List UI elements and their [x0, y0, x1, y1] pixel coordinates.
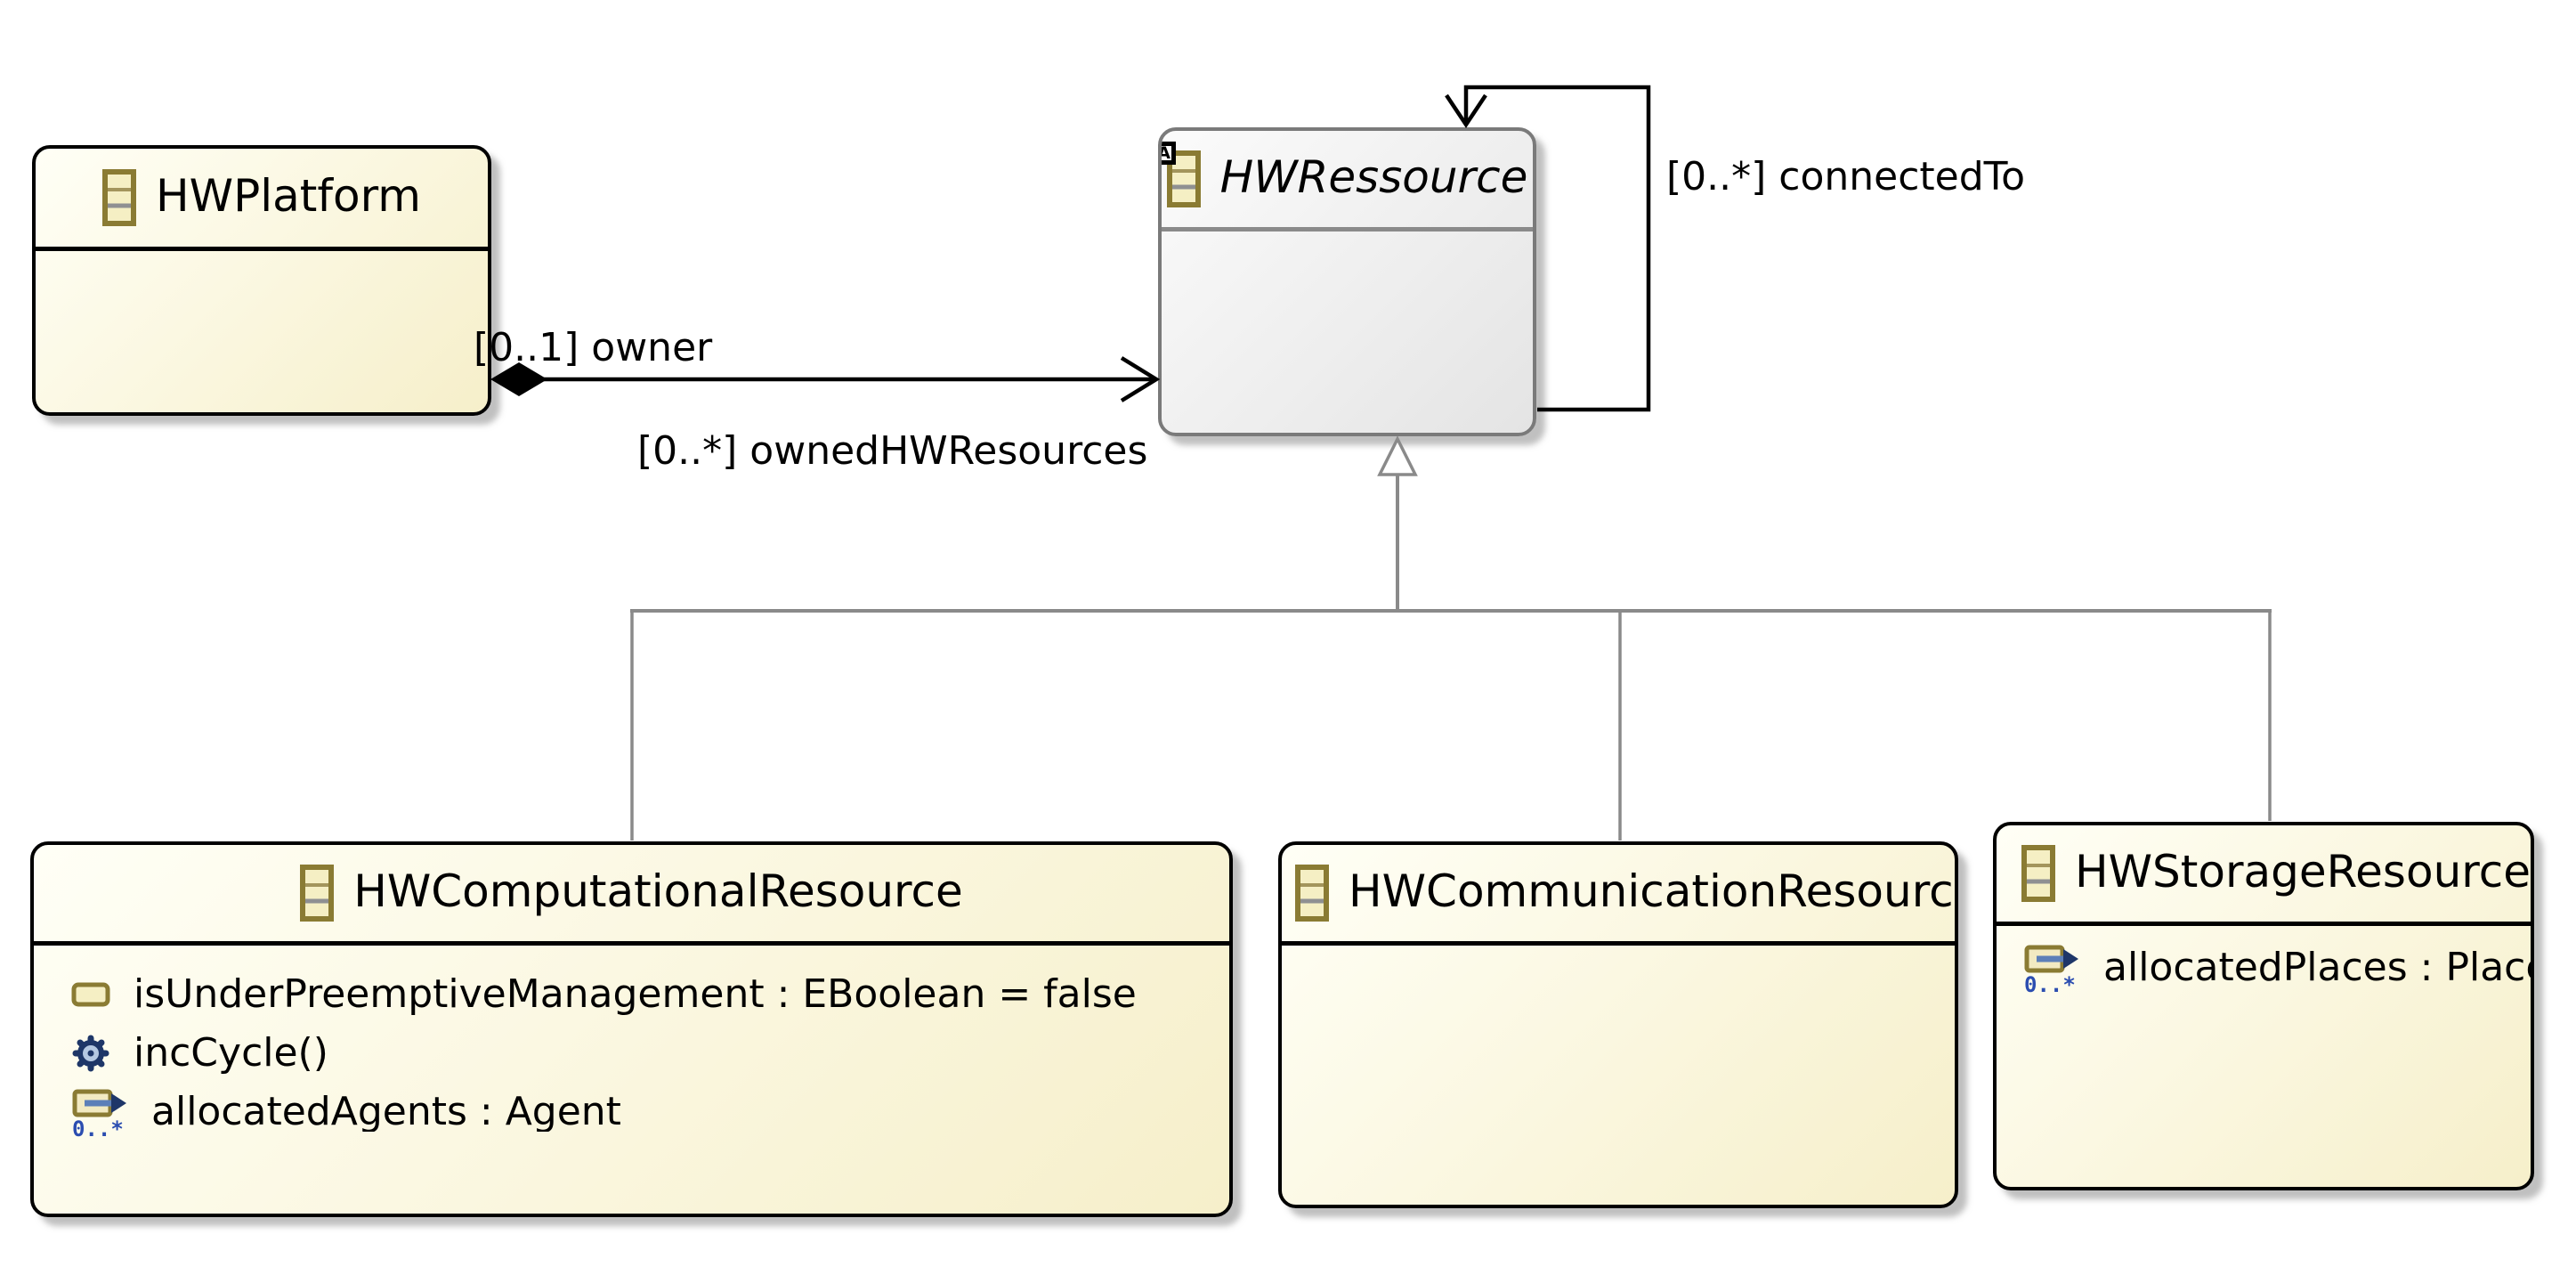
class-header: A HWRessource: [1162, 131, 1533, 231]
attribute-icon: [71, 982, 110, 1007]
class-members: isUnderPreemptiveManagement : EBoolean =…: [34, 946, 1229, 1214]
reference-icon: 0..*: [2023, 941, 2080, 995]
member-text: allocatedPlaces : Place: [2103, 945, 2531, 990]
class-icon: [1295, 865, 1329, 922]
generalization-triangle-icon[interactable]: [1377, 435, 1418, 476]
member-text: incCycle(): [134, 1030, 328, 1076]
member-text: isUnderPreemptiveManagement : EBoolean =…: [134, 971, 1137, 1017]
self-association-connectedto-label[interactable]: [0..*] connectedTo: [1666, 154, 2026, 199]
class-members: [1162, 231, 1533, 433]
class-icon: [2021, 845, 2055, 902]
class-icon: A: [1162, 142, 1201, 207]
reference-icon: 0..*: [71, 1085, 128, 1139]
svg-text:0..*: 0..*: [2024, 972, 2076, 995]
class-header: HWStorageResource: [1997, 825, 2531, 926]
class-header: HWComputationalResource: [34, 845, 1229, 946]
class-title: HWCommunicationResource: [1349, 865, 1955, 917]
self-association-arrowhead-icon[interactable]: [1445, 93, 1487, 129]
member-row-operation[interactable]: incCycle(): [34, 1024, 1229, 1083]
member-row-reference[interactable]: 0..* allocatedPlaces : Place: [1997, 938, 2531, 997]
member-row-attribute[interactable]: isUnderPreemptiveManagement : EBoolean =…: [34, 965, 1229, 1024]
class-header: HWCommunicationResource: [1282, 845, 1955, 946]
class-header: HWPlatform: [36, 149, 488, 251]
class-box-hwcomputationalresource[interactable]: HWComputationalResource isUnderPreemptiv…: [30, 841, 1233, 1217]
composition-owned-label[interactable]: [0..*] ownedHWResources: [637, 428, 1148, 474]
class-icon: [300, 865, 335, 922]
member-text: allocatedAgents : Agent: [151, 1092, 621, 1132]
class-title: HWPlatform: [156, 170, 421, 222]
class-members: 0..* allocatedPlaces : Place: [1997, 926, 2531, 1187]
abstract-badge-icon: A: [1162, 142, 1176, 165]
class-members: [36, 251, 488, 412]
class-title: HWRessource: [1219, 151, 1528, 203]
class-icon: [102, 169, 137, 226]
class-box-hwcommunicationresource[interactable]: HWCommunicationResource: [1278, 841, 1958, 1208]
class-box-hwplatform[interactable]: HWPlatform: [32, 145, 491, 416]
member-row-reference[interactable]: 0..* allocatedAgents : Agent: [34, 1083, 1229, 1141]
composition-arrowhead-icon[interactable]: [1120, 356, 1161, 402]
class-members: [1282, 946, 1955, 1205]
class-box-hwstorageresource[interactable]: HWStorageResource 0..* allocatedPlaces :…: [1993, 822, 2534, 1190]
composition-owner-label[interactable]: [0..1] owner: [474, 325, 713, 370]
class-title: HWComputationalResource: [353, 865, 963, 917]
operation-icon: [71, 1034, 110, 1073]
class-box-hwressource[interactable]: A HWRessource: [1158, 127, 1536, 436]
svg-text:0..*: 0..*: [72, 1117, 124, 1139]
class-title: HWStorageResource: [2075, 846, 2531, 897]
